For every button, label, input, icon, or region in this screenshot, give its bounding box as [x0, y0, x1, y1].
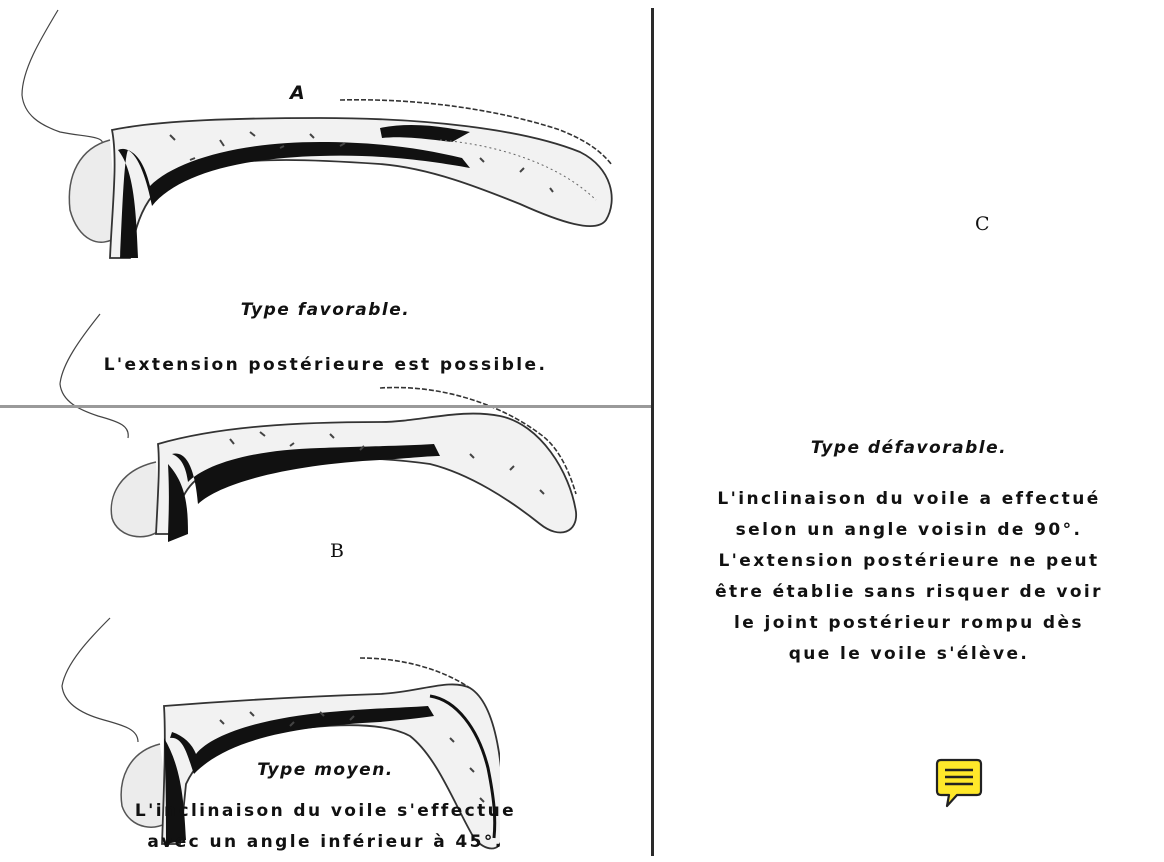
figure-b-caption-line-2: avec un angle inférieur à 45°.: [0, 827, 651, 858]
figure-b-label: B: [330, 540, 344, 562]
figure-c-caption-line-1: L'inclinaison du voile a effectué: [654, 484, 1164, 515]
figure-a-caption-line-1: L'extension postérieure est possible.: [0, 350, 651, 381]
figure-c-caption-line-5: le joint postérieur rompu dès: [654, 608, 1164, 639]
palate-section-b: [0, 304, 651, 604]
horizontal-divider: [0, 405, 651, 408]
figure-c-caption-line-2: selon un angle voisin de 90°.: [654, 515, 1164, 546]
figure-a-label: A: [290, 82, 305, 104]
figure-b-caption-line-1: L'inclinaison du voile s'effectue: [0, 796, 651, 827]
figure-a-illustration: [0, 0, 1164, 304]
figure-a-caption-title: Type favorable.: [0, 300, 651, 320]
vertical-divider: [651, 8, 654, 856]
figure-c-label: C: [975, 213, 990, 235]
figure-c-caption-line-4: être établie sans risquer de voir: [654, 577, 1164, 608]
figure-c-caption-line-6: que le voile s'élève.: [654, 639, 1164, 670]
figure-c-caption-body: L'inclinaison du voile a effectué selon …: [654, 484, 1164, 670]
comment-note-icon-graphic: [935, 757, 983, 809]
figure-c-caption-title: Type défavorable.: [654, 438, 1164, 458]
figure-c-caption-line-3: L'extension postérieure ne peut: [654, 546, 1164, 577]
comment-note-icon[interactable]: [935, 757, 983, 809]
palate-section-a: [0, 0, 651, 300]
figure-b-caption-title: Type moyen.: [0, 760, 651, 780]
figure-b-caption-body: L'inclinaison du voile s'effectue avec u…: [0, 796, 651, 858]
